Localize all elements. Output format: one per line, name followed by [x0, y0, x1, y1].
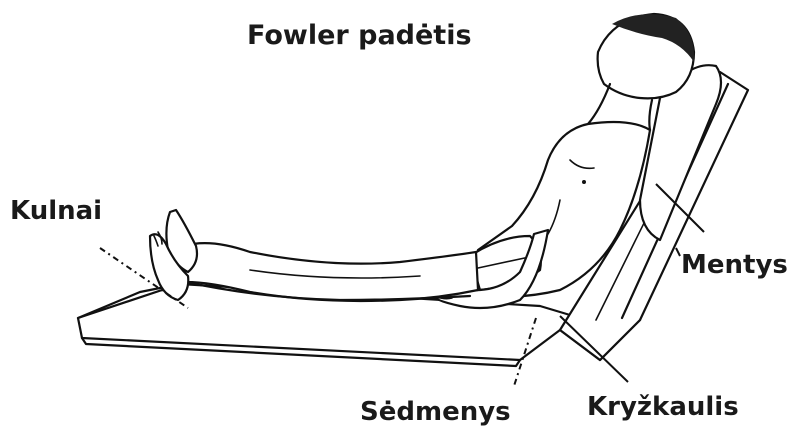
label-shoulder-blades: Mentys	[681, 250, 788, 280]
label-buttocks: Sėdmenys	[360, 397, 511, 427]
label-sacrum: Kryžkaulis	[587, 392, 739, 422]
label-heels: Kulnai	[10, 196, 102, 226]
pointer-shoulder-blades-tick	[676, 248, 680, 256]
diagram-title: Fowler padėtis	[247, 20, 472, 51]
